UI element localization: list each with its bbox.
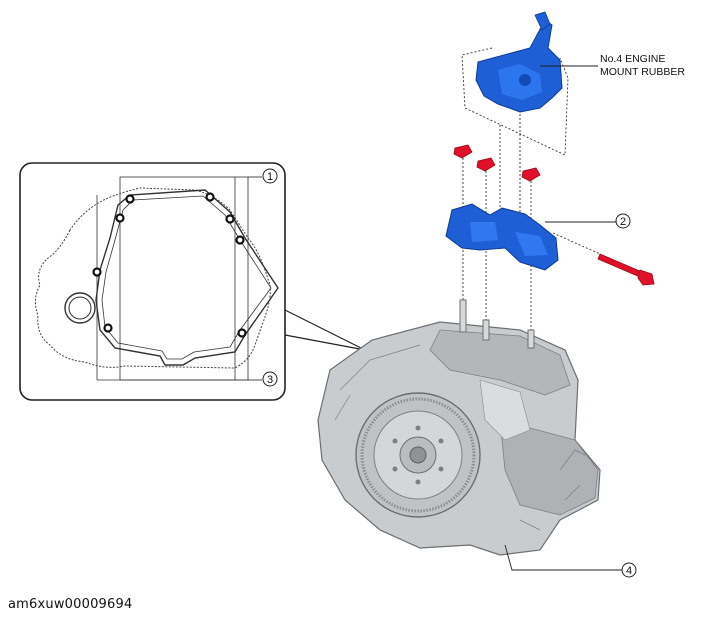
bolt-holes <box>92 192 247 338</box>
callout-4-circle <box>621 562 637 578</box>
gasket <box>95 189 279 366</box>
inset-pointer <box>284 309 366 351</box>
callout-1-circle <box>262 168 278 184</box>
part-label-line1: No.4 ENGINE <box>600 53 665 65</box>
transaxle-assembly: 4 <box>317 299 637 578</box>
engine-mount-rubber: No.4 ENGINE MOUNT RUBBER <box>461 11 685 230</box>
callout-2-circle <box>615 213 631 229</box>
mount-bracket: 2 <box>445 203 631 271</box>
callout-1: 1 <box>267 171 273 183</box>
figure-id: am6xuw00009694 <box>8 597 133 612</box>
callout-2: 2 <box>620 216 626 228</box>
through-bolt <box>552 232 655 286</box>
callout-4: 4 <box>626 565 632 577</box>
inset-detail: 1 3 <box>19 162 366 401</box>
gasket-inner <box>101 195 272 360</box>
callout-3: 3 <box>267 374 273 386</box>
housing-outline <box>34 187 271 369</box>
callout-3-circle <box>262 371 278 387</box>
inset-frame <box>19 162 286 401</box>
mounting-nuts <box>453 144 541 330</box>
part-label-line2: MOUNT RUBBER <box>600 66 685 78</box>
oil-seal <box>64 292 96 324</box>
